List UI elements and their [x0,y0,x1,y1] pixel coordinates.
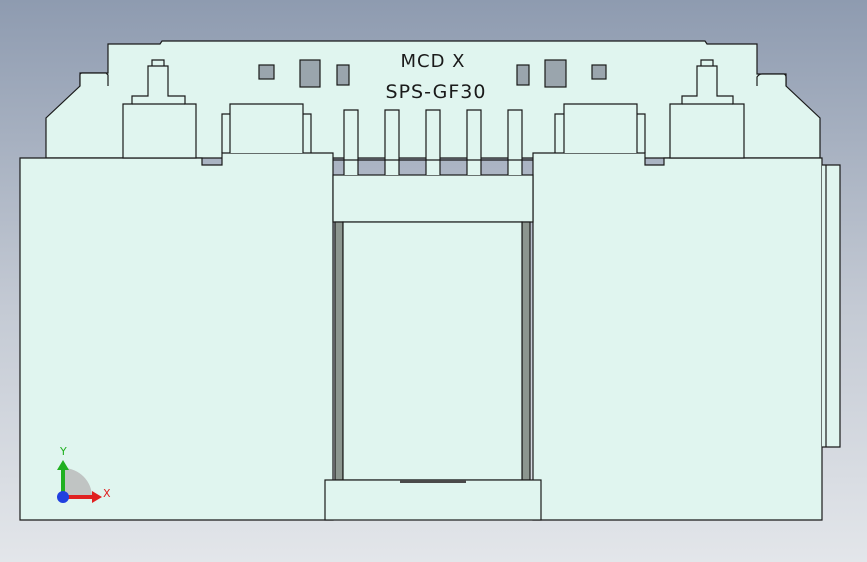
triad-xy-plane [63,468,92,497]
x-axis-label: X [103,487,111,500]
y-axis-label: Y [59,445,67,458]
engraving-line-1: MCD X [400,51,465,72]
bottom-latch-block [324,479,542,521]
left-socket [229,103,304,153]
bottom-fine-print [400,480,466,483]
right-side-bracket [822,164,841,448]
x-axis-arrowhead [92,491,102,503]
engraving-line-2: SPS-GF30 [386,81,487,103]
right-socket [563,103,638,153]
left-guide-rail [334,221,344,481]
z-axis-dot [57,491,69,503]
left-ear [79,72,109,86]
y-axis-arrowhead [57,460,69,470]
right-ear [756,73,787,86]
top-inspection-windows [258,59,607,88]
center-header-block [332,174,534,223]
coordinate-triad[interactable]: Y X [57,445,111,503]
right-guide-rail [521,221,531,481]
center-window [342,221,523,481]
contact-pins [333,109,533,175]
left-housing [19,152,334,521]
right-housing [532,152,823,521]
